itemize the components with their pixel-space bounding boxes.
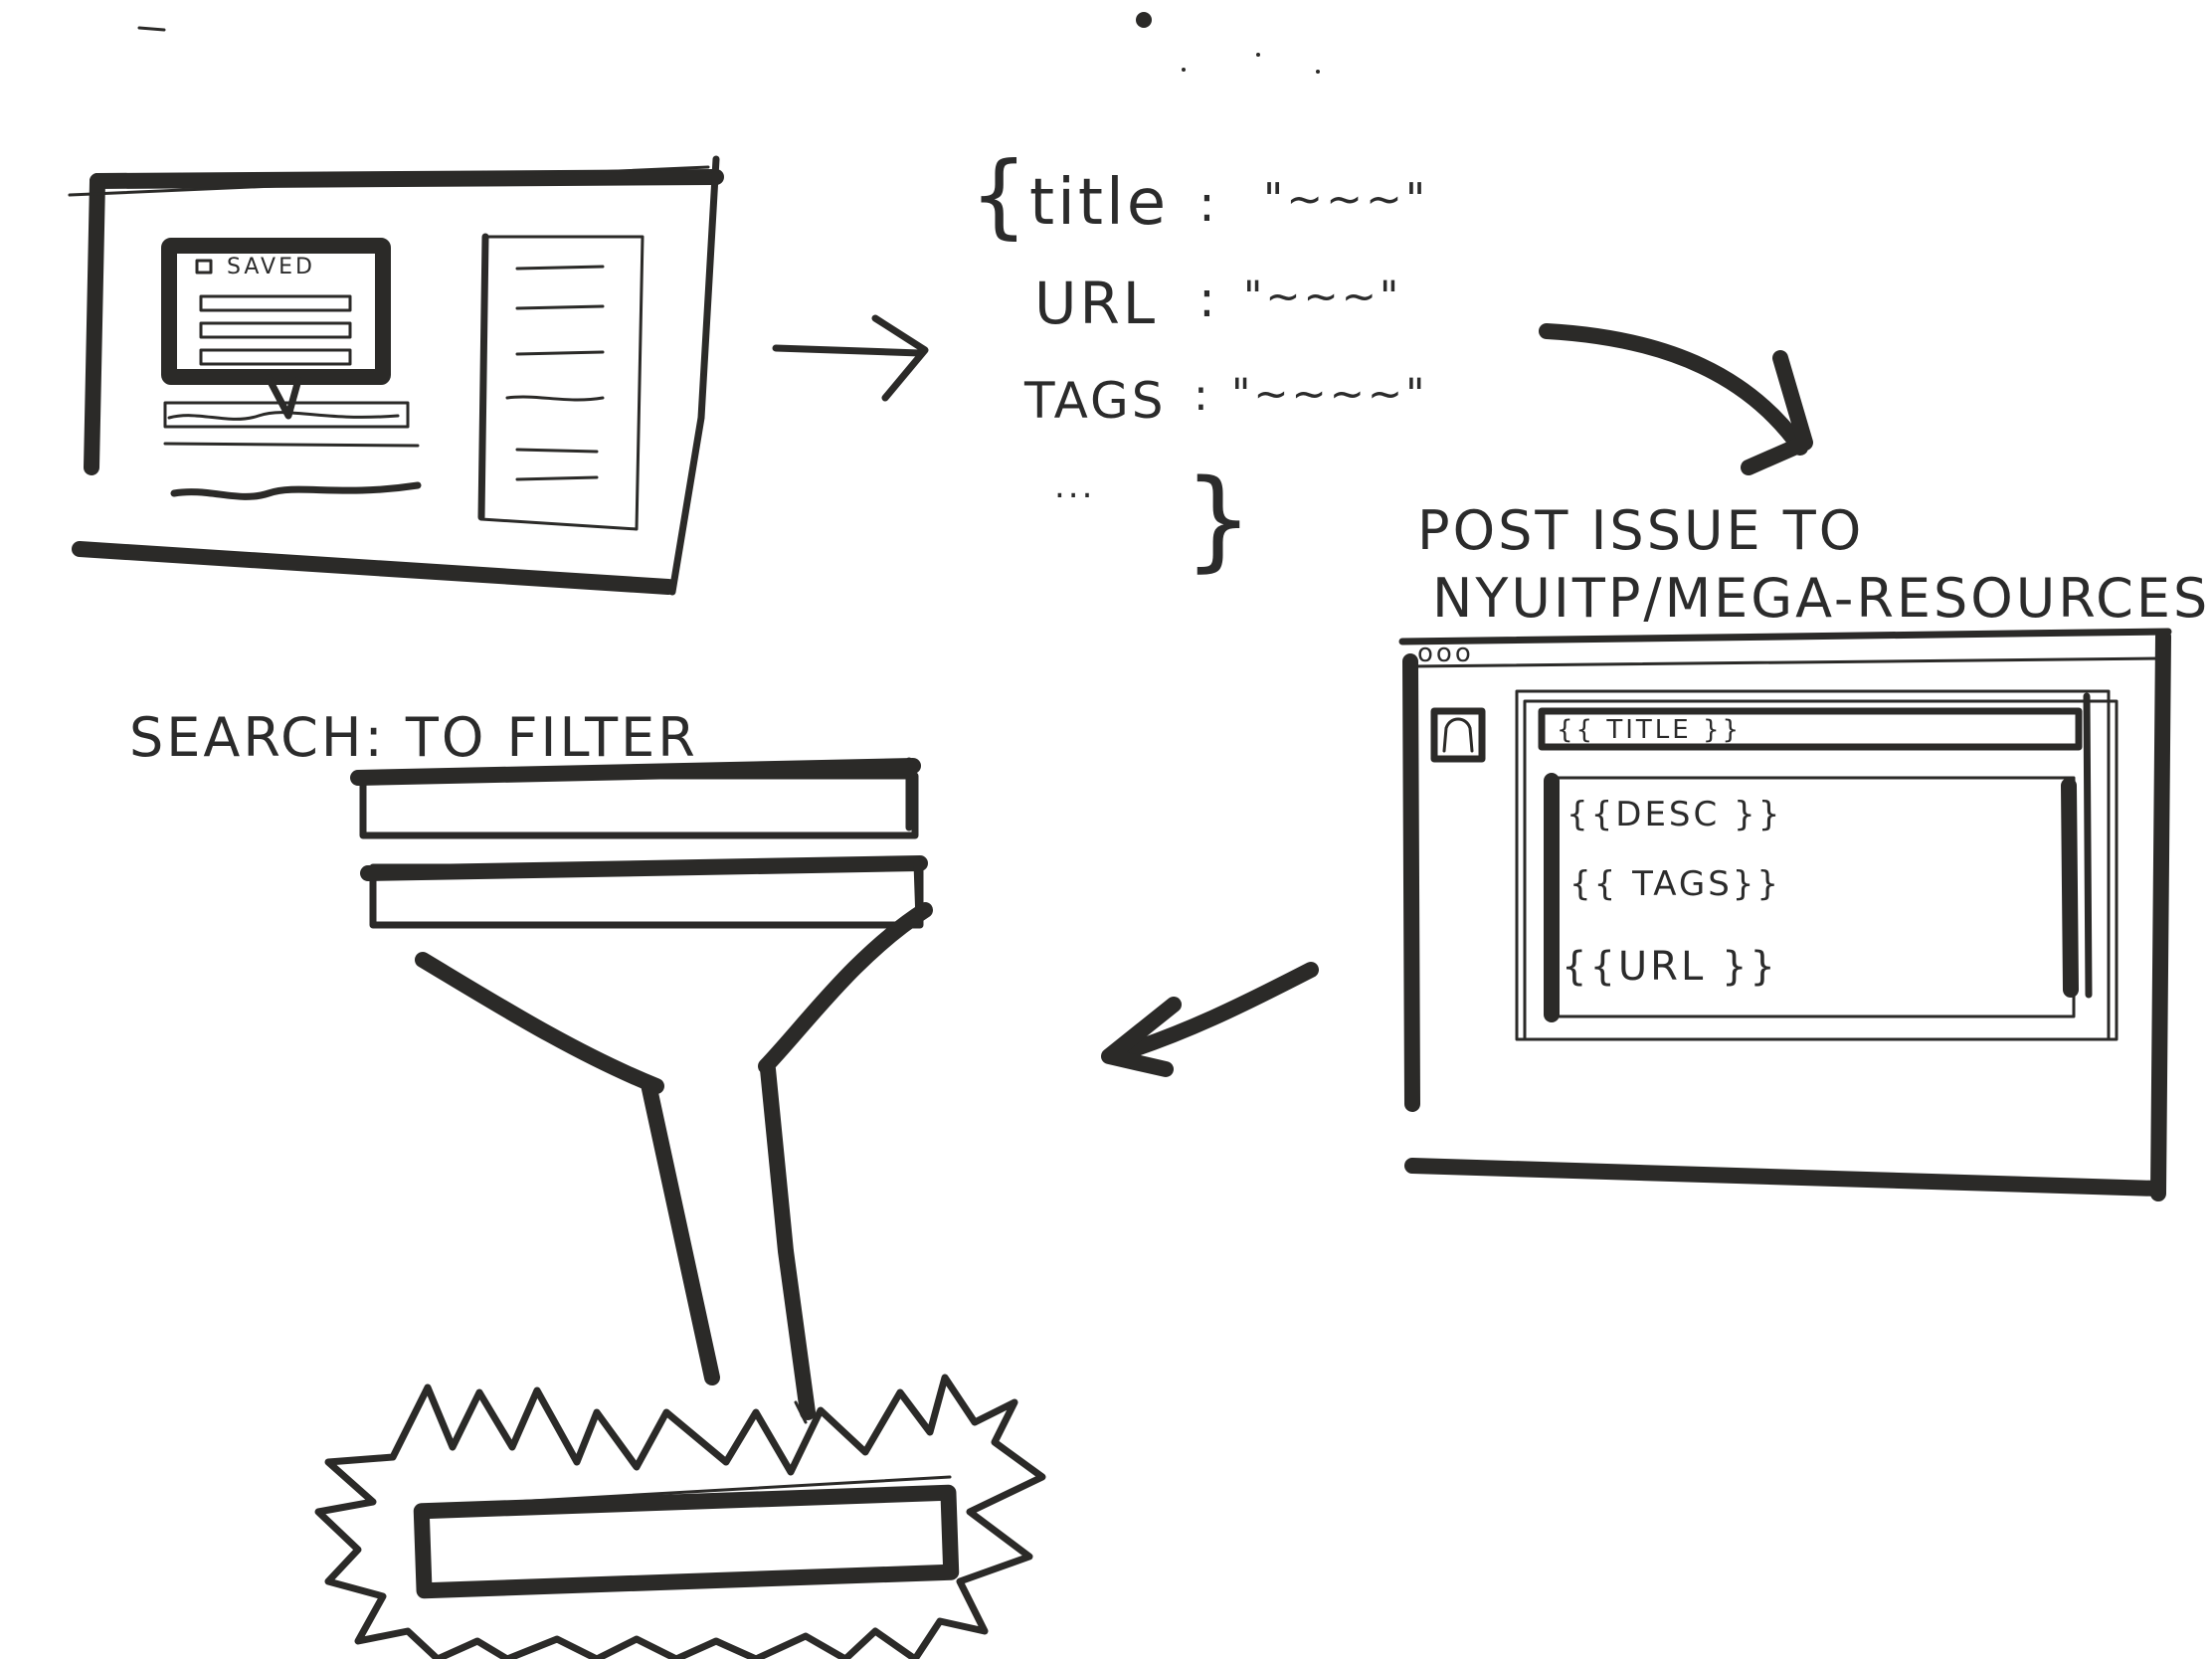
- json-field-tags-key: TAGS: [1023, 372, 1166, 430]
- filter-funnel: [314, 757, 1046, 1659]
- window-dots: ooo: [1417, 639, 1474, 668]
- sidebar-panel: [477, 233, 645, 531]
- json-field-tags-value: "~~~~": [1231, 369, 1427, 418]
- issue-body-tags: {{ TAGS}}: [1569, 864, 1781, 904]
- issue-window-sketch: ooo {{ TITLE }} {{DESC }} {{ TAGS}} {{UR…: [1398, 628, 2172, 1201]
- json-field-title-sep: :: [1198, 175, 1218, 233]
- search-bar-1: [350, 757, 921, 839]
- json-field-title-value: "~~~": [1263, 174, 1428, 225]
- saved-label: SAVED: [227, 255, 315, 279]
- json-field-url-key: URL: [1034, 270, 1158, 337]
- json-close-brace: }: [1184, 456, 1256, 583]
- json-payload: { title : "~~~" URL : "~~~" TAGS : "~~~~…: [970, 142, 1428, 583]
- issue-title-placeholder: {{ TITLE }}: [1557, 715, 1742, 745]
- json-ellipsis: ...: [1054, 466, 1095, 506]
- search-caption: SEARCH: TO FILTER: [129, 706, 698, 769]
- json-open-brace: {: [970, 142, 1031, 249]
- page-content-scribbles: [163, 401, 422, 500]
- arrow-to-json: [772, 314, 929, 402]
- browser-window-sketch: SAVED: [68, 155, 724, 596]
- post-issue-line1: POST ISSUE TO: [1417, 499, 1864, 562]
- arrow-to-issue: [1539, 323, 1813, 475]
- issue-title-field: [1538, 707, 2083, 751]
- result-bar: [413, 1475, 960, 1599]
- json-field-tags-sep: :: [1194, 370, 1211, 421]
- arrow-to-search: [1101, 962, 1319, 1077]
- saved-popup: SAVED: [161, 238, 391, 420]
- json-field-url-value: "~~~": [1243, 272, 1401, 320]
- avatar: [1430, 707, 1486, 763]
- result-starburst: [314, 1374, 1046, 1659]
- post-issue-caption: POST ISSUE TO NYUITP/MEGA-RESOURCES: [1417, 499, 2210, 630]
- issue-body-desc: {{DESC }}: [1567, 795, 1782, 834]
- json-field-url-sep: :: [1198, 271, 1218, 328]
- stray-marks: [137, 12, 1320, 74]
- json-field-title-key: title: [1029, 166, 1169, 240]
- checkbox-icon: [195, 259, 213, 275]
- post-issue-line2: NYUITP/MEGA-RESOURCES: [1432, 567, 2210, 630]
- issue-body-url: {{URL }}: [1562, 944, 1778, 990]
- search-bar-2: [360, 855, 928, 929]
